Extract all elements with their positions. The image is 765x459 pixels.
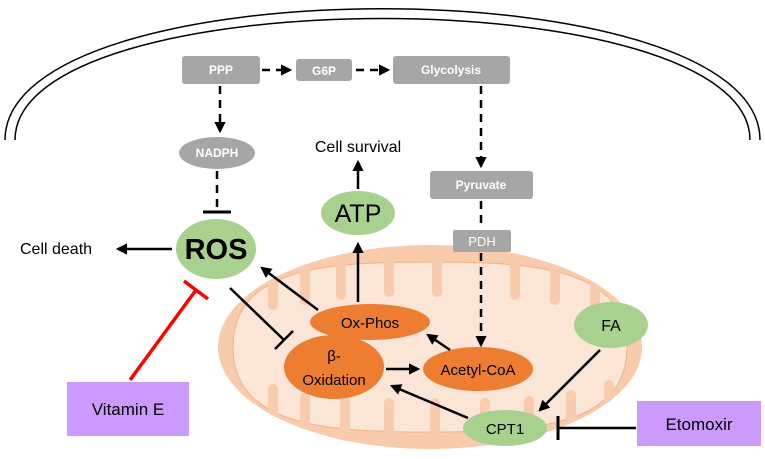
mitochondrion (218, 245, 642, 449)
node-pdh-label: PDH (468, 234, 495, 249)
node-ox-phos: Ox-Phos (310, 304, 430, 340)
node-ros-label: ROS (185, 234, 248, 266)
node-g6p-label: G6P (312, 64, 336, 78)
arrow-acetylcoa-oxphos (426, 333, 451, 352)
node-nadph-label: NADPH (196, 146, 239, 160)
node-g6p: G6P (296, 59, 352, 81)
node-pyruvate: Pyruvate (430, 171, 533, 199)
node-fa-label: FA (601, 318, 621, 335)
node-beta-oxidation-line1: β- (327, 348, 341, 365)
node-acetyl-coa-label: Acetyl-CoA (440, 362, 515, 379)
node-fa: FA (574, 302, 648, 348)
node-ros: ROS (176, 219, 256, 279)
node-ppp: PPP (182, 56, 260, 84)
node-ox-phos-label: Ox-Phos (341, 315, 399, 332)
label-cell-survival: Cell survival (315, 139, 401, 156)
node-vitamin-e: Vitamin E (67, 382, 189, 436)
node-beta-oxidation: β- Oxidation (284, 335, 384, 399)
node-acetyl-coa: Acetyl-CoA (423, 347, 533, 391)
node-cpt1: CPT1 (463, 410, 547, 446)
node-atp-label: ATP (335, 200, 382, 228)
label-cell-death: Cell death (20, 241, 92, 258)
node-atp: ATP (321, 191, 395, 235)
node-cpt1-label: CPT1 (486, 421, 524, 438)
node-pyruvate-label: Pyruvate (456, 178, 507, 192)
inhibit-vitamine-ros (128, 279, 210, 382)
node-etomoxir-label: Etomoxir (665, 415, 732, 434)
node-beta-oxidation-line2: Oxidation (302, 372, 365, 389)
node-pdh: PDH (453, 230, 511, 252)
node-vitamin-e-label: Vitamin E (92, 400, 164, 419)
arrow-cpt1-betaox (389, 384, 469, 420)
inhibit-nadph-ros (203, 171, 231, 214)
node-etomoxir: Etomoxir (637, 401, 761, 446)
arrow-fa-cpt1 (538, 349, 601, 412)
inhibit-ros-betaox (229, 287, 294, 350)
node-nadph: NADPH (179, 137, 255, 169)
cell-membrane (4, 8, 761, 141)
arrow-oxphos-ros (260, 266, 319, 311)
node-glycolysis: Glycolysis (393, 56, 510, 84)
node-ppp-label: PPP (209, 63, 233, 77)
inhibit-etomoxir-cpt1 (556, 416, 636, 440)
node-glycolysis-label: Glycolysis (421, 63, 481, 77)
